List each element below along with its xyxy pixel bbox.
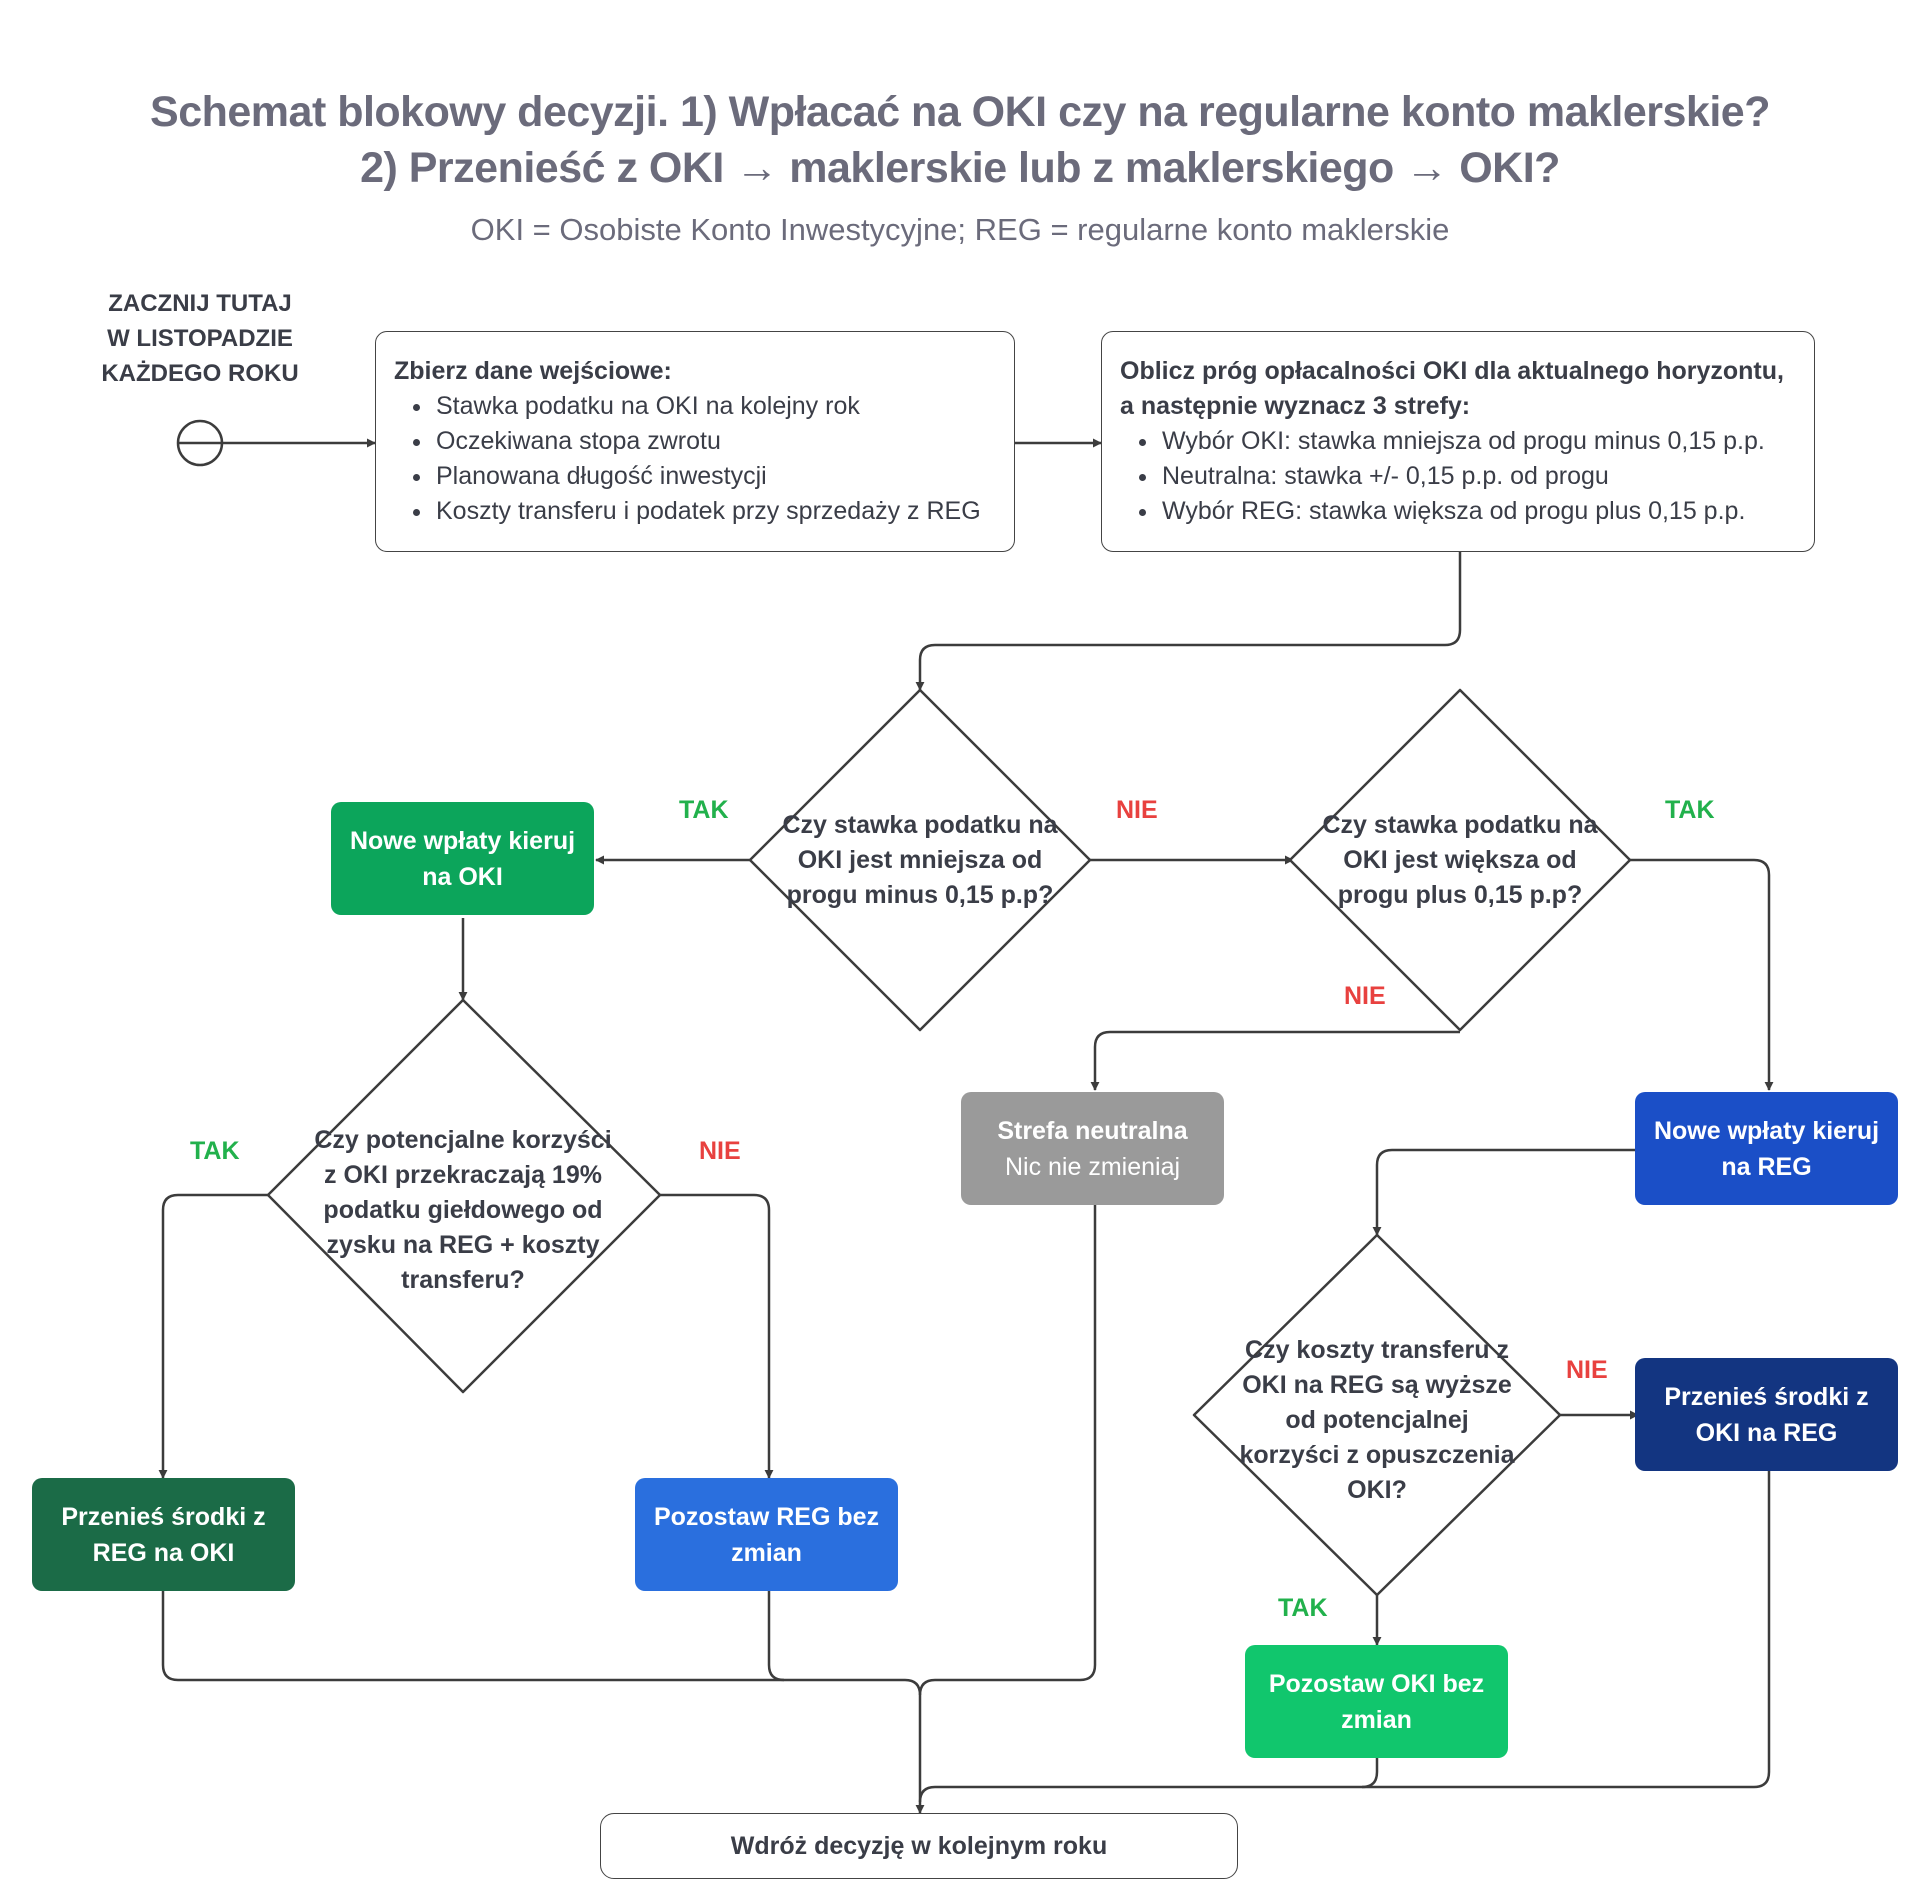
connector-merge-keepoki <box>1361 1755 1379 1789</box>
label-yes-d1: TAK <box>679 796 729 824</box>
label-no-d2: NIE <box>1344 982 1386 1010</box>
input-data-box: Zbierz dane wejściowe: Stawka podatku na… <box>375 331 1015 552</box>
final-step-box: Wdróż decyzję w kolejnym roku <box>600 1813 1238 1879</box>
decision-benefits-text: Czy potencjalne korzyści z OKI przekracz… <box>314 1125 612 1294</box>
chart-title-line-1: Schemat blokowy decyzji. 1) Wpłacać na O… <box>150 88 1770 136</box>
connector-d3-yes <box>158 1193 268 1479</box>
connector-merge-neutral <box>918 1205 1097 1696</box>
label-yes-d2: TAK <box>1665 796 1715 824</box>
list-item: Stawka podatku na OKI na kolejny rok <box>434 389 996 424</box>
connector-merge-right <box>918 1470 1771 1803</box>
threshold-list: Wybór OKI: stawka mniejsza od progu minu… <box>1120 424 1796 529</box>
outcome-keep-reg: Pozostaw REG bez zmian <box>635 1478 898 1591</box>
label-no-d1: NIE <box>1116 796 1158 824</box>
decision-diamond-4 <box>1192 1233 1562 1597</box>
label-yes-d4: TAK <box>1278 1594 1328 1622</box>
decision-tax-higher-text: Czy stawka podatku na OKI jest większa o… <box>1322 810 1598 909</box>
outcome-new-deposits-oki: Nowe wpłaty kieruj na OKI <box>331 802 594 915</box>
outcome-neutral-zone: Strefa neutralna Nic nie zmieniaj <box>961 1092 1224 1205</box>
connector-merge-keepreg <box>767 1590 785 1682</box>
decision-diamond-1 <box>748 688 1092 1032</box>
list-item: Koszty transferu i podatek przy sprzedaż… <box>434 494 996 529</box>
threshold-box: Oblicz próg opłacalności OKI dla aktualn… <box>1101 331 1815 552</box>
connector-d2-yes <box>1630 858 1774 1091</box>
list-item: Planowana długość inwestycji <box>434 459 996 494</box>
connector-threshold-decision1 <box>915 552 1462 691</box>
chart-title-line-2: 2) Przenieść z OKI → maklerskie lub z ma… <box>360 144 1560 192</box>
connector-d2-no <box>1090 1030 1460 1091</box>
start-label: ZACZNIJ TUTAJ W LISTOPADZIE KAŻDEGO ROKU <box>101 290 299 387</box>
outcome-keep-oki: Pozostaw OKI bez zmian <box>1245 1645 1508 1758</box>
chart-subtitle: OKI = Osobiste Konto Inwestycyjne; REG =… <box>470 212 1450 247</box>
label-no-d3: NIE <box>699 1137 741 1165</box>
decision-transfer-costs-text: Czy koszty transferu z OKI na REG są wyż… <box>1239 1335 1515 1504</box>
input-data-list: Stawka podatku na OKI na kolejny rok Ocz… <box>394 389 996 529</box>
label-yes-d3: TAK <box>190 1137 240 1165</box>
list-item: Neutralna: stawka +/- 0,15 p.p. od progu <box>1160 459 1796 494</box>
label-no-d4: NIE <box>1566 1356 1608 1384</box>
outcome-move-oki-to-reg: Przenieś środki z OKI na REG <box>1635 1358 1898 1471</box>
decision-tax-lower-text: Czy stawka podatku na OKI jest mniejsza … <box>782 810 1058 909</box>
list-item: Oczekiwana stopa zwrotu <box>434 424 996 459</box>
decision-diamond-2 <box>1288 688 1632 1032</box>
connector-d3-no <box>660 1193 774 1479</box>
list-item: Wybór OKI: stawka mniejsza od progu minu… <box>1160 424 1796 459</box>
outcome-new-deposits-reg: Nowe wpłaty kieruj na REG <box>1635 1092 1898 1205</box>
list-item: Wybór REG: stawka większa od progu plus … <box>1160 494 1796 529</box>
decision-diamond-3 <box>266 998 662 1394</box>
connector-newreg-d4 <box>1372 1148 1640 1236</box>
connector-merge-left <box>161 1590 925 1814</box>
outcome-move-reg-to-oki: Przenieś środki z REG na OKI <box>32 1478 295 1591</box>
